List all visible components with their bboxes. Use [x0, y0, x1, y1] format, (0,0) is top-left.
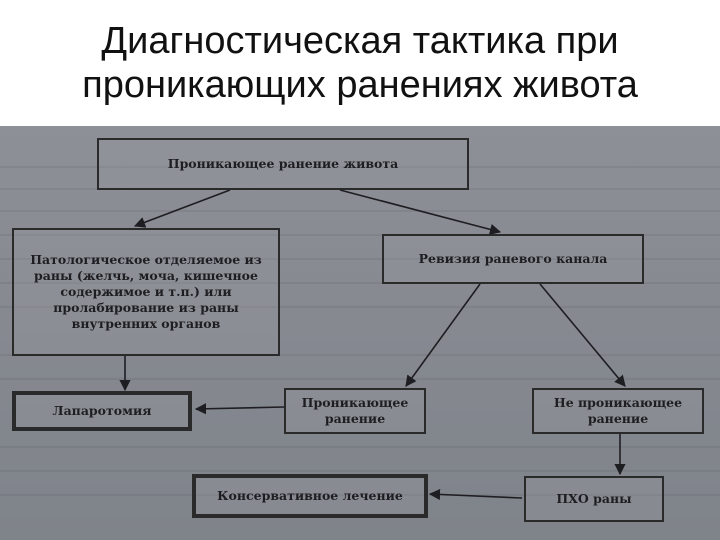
penetrating-box: Проникающее ранение — [284, 388, 426, 434]
penetrating-label: Проникающее ранение — [301, 395, 409, 426]
slide-title: Диагностическая тактика при проникающих … — [0, 0, 720, 126]
diagram-photo: Проникающее ранение живота Патологическо… — [0, 126, 720, 540]
arrow-pho-to-conservative — [428, 488, 523, 501]
flow-arrows — [119, 189, 626, 501]
title-line-1: Диагностическая тактика при — [101, 20, 619, 62]
arrow-root-to-revision — [339, 189, 502, 235]
laparotomy-label: Лапаротомия — [52, 403, 152, 418]
conservative-label: Консервативное лечение — [217, 488, 403, 503]
arrow-root-to-left — [133, 189, 231, 228]
revision-box: Ревизия раневого канала — [382, 234, 644, 284]
non-penetrating-label: Не проникающее ранение — [553, 395, 683, 426]
left-condition-label: Патологическое отделяемое из раны (желчь… — [30, 252, 262, 331]
root-label: Проникающее ранение живота — [167, 156, 399, 171]
arrow-revision-to-nonpenetrating — [539, 283, 626, 387]
laparotomy-box: Лапаротомия — [12, 391, 192, 431]
non-penetrating-box: Не проникающее ранение — [532, 388, 704, 434]
arrow-revision-to-penetrating — [405, 283, 481, 387]
left-condition-box: Патологическое отделяемое из раны (желчь… — [12, 228, 280, 356]
revision-label: Ревизия раневого канала — [418, 251, 608, 266]
title-line-2: проникающих ранениях живота — [82, 64, 638, 106]
pho-label: ПХО раны — [556, 491, 632, 506]
arrow-penetrating-to-laparotomy — [194, 403, 285, 415]
root-box: Проникающее ранение живота — [97, 138, 469, 190]
pho-box: ПХО раны — [524, 476, 664, 522]
conservative-box: Консервативное лечение — [192, 474, 428, 518]
